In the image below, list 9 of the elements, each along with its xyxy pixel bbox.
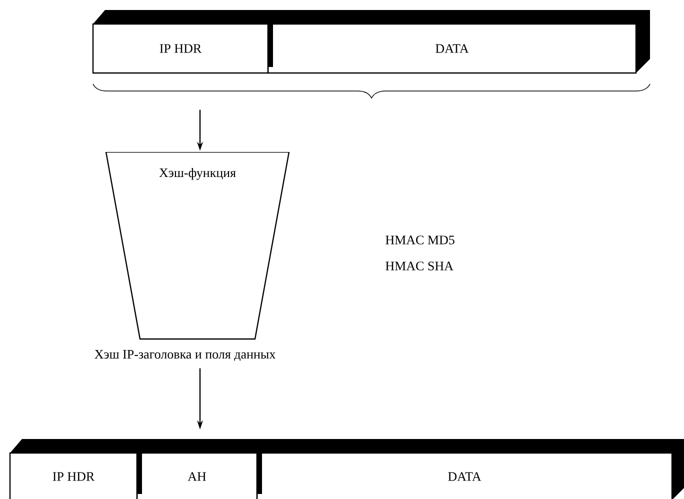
field-cell: IP HDR	[92, 23, 269, 74]
field-cell: IP HDR	[9, 452, 138, 499]
caption-text: Хэш IP-заголовка и поля данных	[94, 350, 276, 362]
hash-function-trapezoid: Хэш-функция	[105, 152, 290, 340]
field-cell: DATA	[267, 23, 637, 74]
field-cell: DATA	[256, 452, 673, 499]
algorithm-label: HMAC MD5	[386, 236, 454, 244]
algorithm-label: HMAC SHA	[386, 262, 454, 270]
field-cell: AH	[136, 452, 258, 499]
